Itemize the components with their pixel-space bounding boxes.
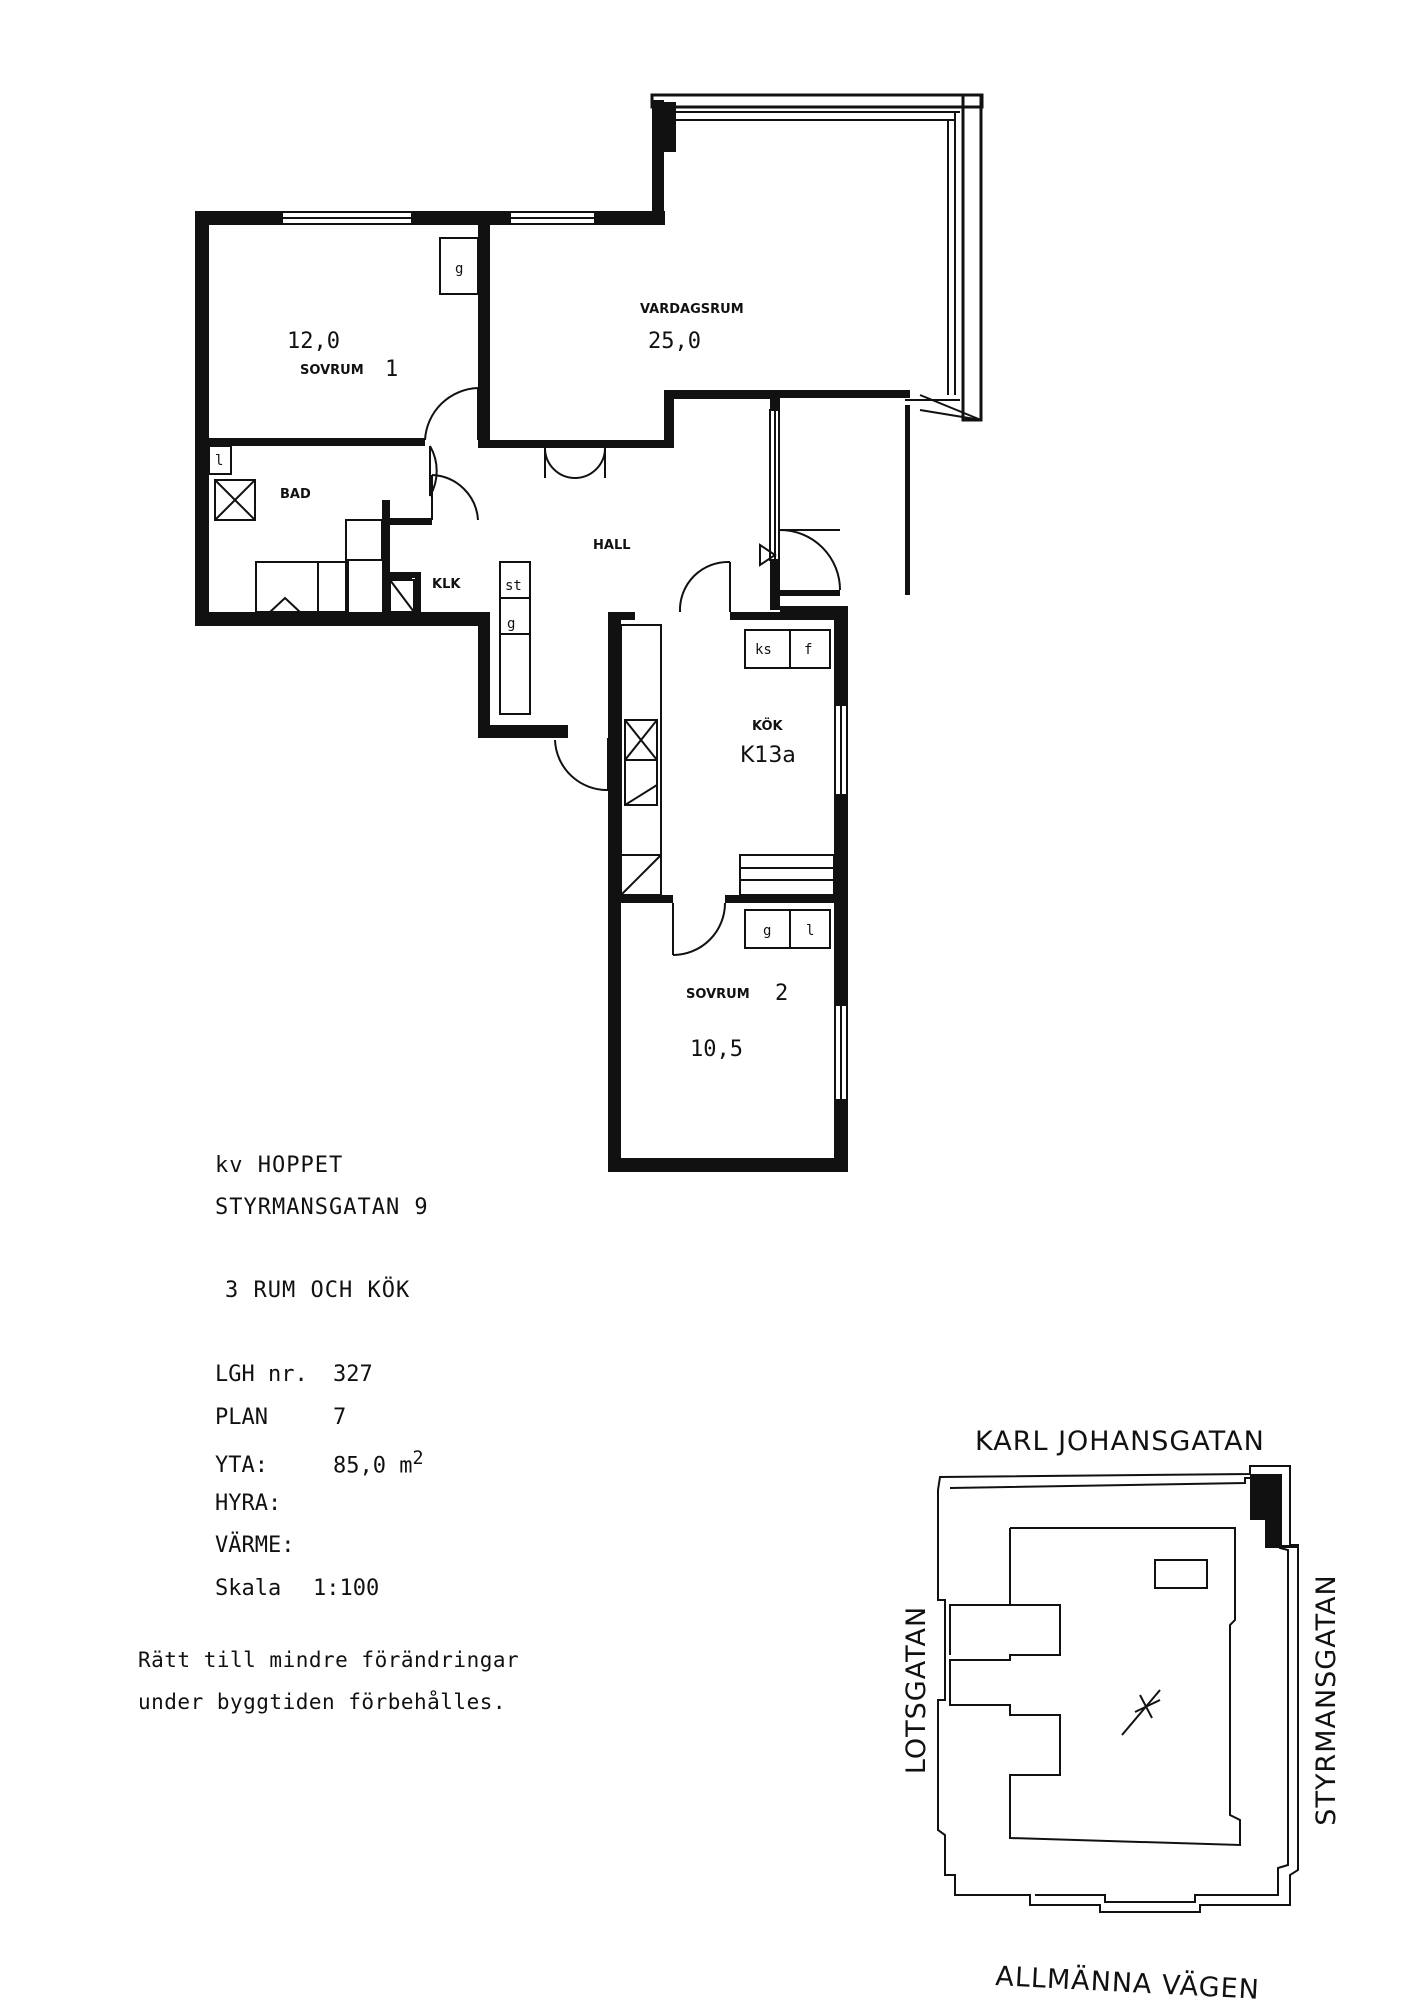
info-row-varme: VÄRME: <box>215 1533 333 1558</box>
exterior-walls <box>195 93 984 1172</box>
sovrum1-number: 1 <box>385 357 398 382</box>
fixtures <box>208 237 835 949</box>
street-south: ALLMÄNNA VÄGEN <box>995 1960 1261 2000</box>
sovrum2-name: SOVRUM <box>686 987 750 1002</box>
disclaimer-line-1: Rätt till mindre förändringar <box>138 1648 520 1672</box>
info-row-skala: Skala 1:100 <box>215 1576 379 1601</box>
info-key: VÄRME: <box>215 1533 295 1558</box>
info-key: YTA: <box>215 1453 268 1479</box>
street-east: STYRMANSGATAN <box>1311 1574 1342 1825</box>
bay-frame <box>664 111 982 421</box>
street-west: LOTSGATAN <box>901 1606 932 1774</box>
info-key: Skala <box>215 1576 282 1601</box>
sovrum1-name: SOVRUM <box>300 363 364 378</box>
info-value: 1:100 <box>313 1576 380 1601</box>
kok-fixture-ks: ks <box>755 642 772 658</box>
kok-fixture-f: f <box>804 642 812 658</box>
info-key: PLAN <box>215 1405 268 1430</box>
info-value-sup: 2 <box>412 1448 424 1469</box>
apartment-type: 3 RUM OCH KÖK <box>225 1278 411 1303</box>
site-map <box>937 1465 1299 1913</box>
windows <box>281 211 848 1101</box>
kok-name: KÖK <box>752 718 784 734</box>
info-key: LGH nr. <box>215 1362 308 1387</box>
street-north: KARL JOHANSGATAN <box>975 1426 1265 1457</box>
vardagsrum-name: VARDAGSRUM <box>640 302 744 317</box>
bad-fixture: l <box>215 453 223 469</box>
info-row-yta: YTA: 85,0 m2 <box>215 1448 424 1478</box>
info-value: 7 <box>333 1405 347 1430</box>
sovrum1-area: 12,0 <box>287 329 340 354</box>
block-name: kv HOPPET <box>215 1153 344 1178</box>
doors <box>424 387 841 956</box>
info-value: 85,0 m <box>333 1453 413 1479</box>
disclaimer-line-2: under byggtiden förbehålles. <box>138 1690 507 1714</box>
site-highlight <box>1250 1474 1298 1548</box>
info-value: 327 <box>333 1362 373 1387</box>
hall-name: HALL <box>593 538 631 553</box>
info-key: HYRA: <box>215 1491 282 1516</box>
info-row-plan: PLAN 7 <box>215 1405 346 1430</box>
interior-walls <box>195 225 910 903</box>
info-row-lgh: LGH nr. 327 <box>215 1362 373 1387</box>
room-labels: 12,0 SOVRUM 1 g VARDAGSRUM 25,0 BAD l HA… <box>215 261 814 1062</box>
vardagsrum-area: 25,0 <box>648 329 701 354</box>
sovrum2-area: 10,5 <box>690 1037 743 1062</box>
street-address: STYRMANSGATAN 9 <box>215 1195 429 1220</box>
info-row-hyra: HYRA: <box>215 1491 333 1516</box>
sovrum2-number: 2 <box>775 981 788 1006</box>
hall-fixture-g: g <box>507 616 515 632</box>
hall-fixture-st: st <box>505 578 522 594</box>
klk-name: KLK <box>432 577 461 592</box>
kok-code: K13a <box>740 743 796 768</box>
bad-name: BAD <box>280 487 311 502</box>
sovrum1-fixture: g <box>455 261 463 277</box>
sovrum2-fixture-l: l <box>806 923 814 939</box>
sovrum2-fixture-g: g <box>763 923 771 939</box>
